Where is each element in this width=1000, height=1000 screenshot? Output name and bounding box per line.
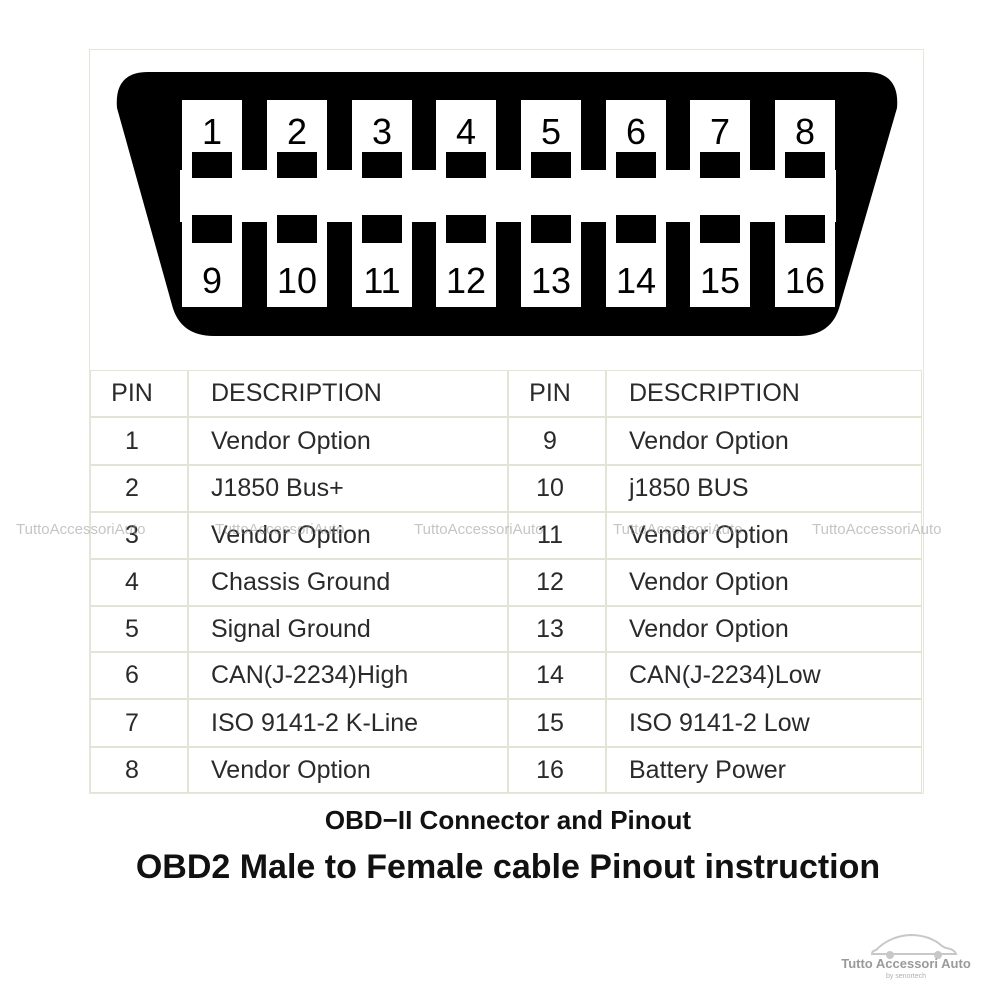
pin-15-contact — [700, 215, 740, 243]
table-cell-description: Vendor Option — [188, 747, 508, 793]
header-description-right: DESCRIPTION — [606, 370, 922, 417]
pin-7-contact — [700, 152, 740, 178]
pin-3-label: 3 — [372, 111, 392, 152]
header-description-left: DESCRIPTION — [188, 370, 508, 417]
brand-tagline: by senortech — [885, 973, 927, 980]
table-cell-pin: 4 — [90, 559, 188, 606]
table-cell-pin: 1 — [90, 417, 188, 465]
header-pin-left: PIN — [90, 370, 188, 417]
pin-12-contact — [446, 215, 486, 243]
table-cell-description: Vendor Option — [188, 417, 508, 465]
watermark-text: TuttoAccessoriAuto — [812, 521, 942, 538]
table-cell-pin: 5 — [90, 606, 188, 652]
table-cell-pin: 3 — [90, 512, 188, 559]
diagram-frame — [89, 49, 924, 794]
pin-15-label: 15 — [700, 260, 740, 301]
pin-1-contact — [192, 152, 232, 178]
pin-1-label: 1 — [202, 111, 222, 152]
header-pin-right: PIN — [508, 370, 606, 417]
table-cell-description: CAN(J-2234)High — [188, 652, 508, 699]
pin-10-contact — [277, 215, 317, 243]
table-cell-description: Chassis Ground — [188, 559, 508, 606]
pin-11-label: 11 — [363, 260, 400, 301]
page-title: OBD2 Male to Female cable Pinout instruc… — [135, 848, 881, 886]
table-cell-description: Signal Ground — [188, 606, 508, 652]
pin-2-label: 2 — [287, 111, 307, 152]
pin-14-label: 14 — [616, 260, 656, 301]
table-cell-description: CAN(J-2234)Low — [606, 652, 922, 699]
table-cell-description: Vendor Option — [606, 559, 922, 606]
pin-6-label: 6 — [626, 111, 646, 152]
diagram-caption: OBD−II Connector and Pinout — [324, 805, 692, 835]
pin-4-contact — [446, 152, 486, 178]
table-cell-description: Battery Power — [606, 747, 922, 793]
pin-5-contact — [531, 152, 571, 178]
table-cell-description: Vendor Option — [188, 512, 508, 559]
table-cell-pin: 14 — [508, 652, 606, 699]
table-cell-description: ISO 9141-2 K-Line — [188, 699, 508, 747]
pin-3-contact — [362, 152, 402, 178]
table-cell-pin: 8 — [90, 747, 188, 793]
pin-16-contact — [785, 215, 825, 243]
pin-5-label: 5 — [541, 111, 561, 152]
watermark-text: TuttoAccessoriAuto — [414, 521, 544, 538]
table-cell-pin: 9 — [508, 417, 606, 465]
pin-6-contact — [616, 152, 656, 178]
pin-8-contact — [785, 152, 825, 178]
table-cell-description: J1850 Bus+ — [188, 465, 508, 512]
pin-2-contact — [277, 152, 317, 178]
brand-name: Tutto Accessori Auto — [841, 956, 971, 971]
pin-9-label: 9 — [202, 260, 222, 301]
table-cell-pin: 12 — [508, 559, 606, 606]
pin-16-label: 16 — [785, 260, 825, 301]
table-cell-description: j1850 BUS — [606, 465, 922, 512]
table-cell-pin: 2 — [90, 465, 188, 512]
pin-13-label: 13 — [531, 260, 571, 301]
pin-8-label: 8 — [795, 111, 815, 152]
table-cell-pin: 7 — [90, 699, 188, 747]
table-cell-pin: 6 — [90, 652, 188, 699]
table-cell-pin: 16 — [508, 747, 606, 793]
table-cell-pin: 11 — [508, 512, 606, 559]
table-cell-pin: 15 — [508, 699, 606, 747]
pin-10-label: 10 — [277, 260, 317, 301]
pin-12-label: 12 — [446, 260, 486, 301]
table-cell-description: ISO 9141-2 Low — [606, 699, 922, 747]
pin-7-label: 7 — [710, 111, 730, 152]
car-logo-icon — [870, 933, 958, 959]
table-cell-description: Vendor Option — [606, 512, 922, 559]
table-cell-pin: 13 — [508, 606, 606, 652]
watermark-text: TuttoAccessoriAuto — [215, 521, 345, 538]
watermark-text: TuttoAccessoriAuto — [16, 521, 146, 538]
table-cell-description: Vendor Option — [606, 417, 922, 465]
table-cell-description: Vendor Option — [606, 606, 922, 652]
pin-4-label: 4 — [456, 111, 476, 152]
pin-13-contact — [531, 215, 571, 243]
watermark-text: TuttoAccessoriAuto — [613, 521, 743, 538]
pin-11-contact — [362, 215, 402, 243]
cavity-channel — [180, 170, 836, 222]
table-cell-pin: 10 — [508, 465, 606, 512]
pin-14-contact — [616, 215, 656, 243]
pin-9-contact — [192, 215, 232, 243]
